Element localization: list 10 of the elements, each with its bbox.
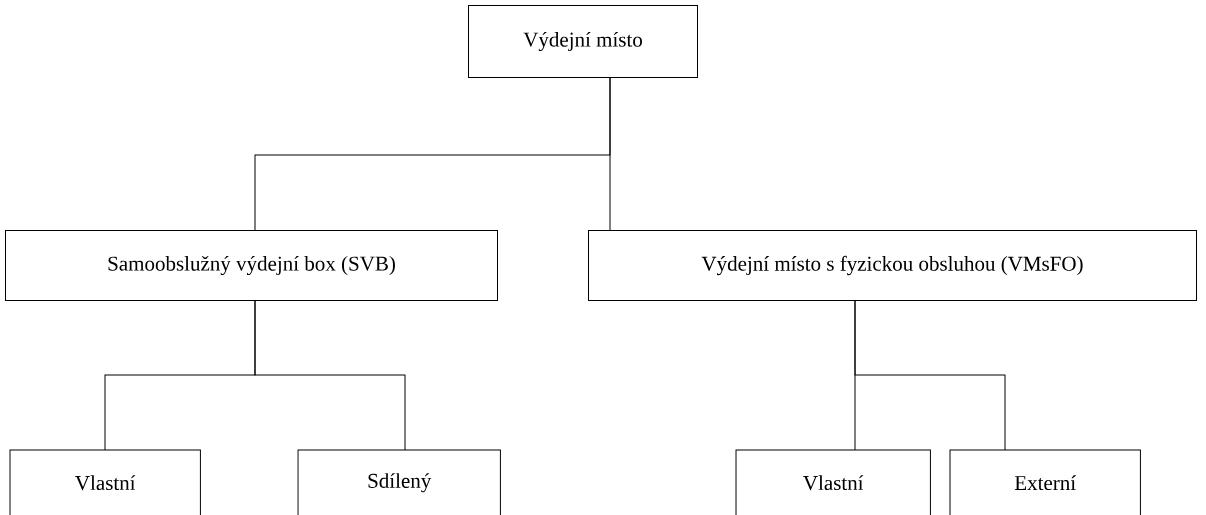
category-box: Sdílený — [297, 449, 501, 515]
connector-line — [854, 300, 1006, 451]
connector-line — [609, 77, 611, 231]
category-box: Externí — [949, 449, 1141, 515]
category-box: Vlastní — [9, 449, 201, 515]
category-box: Vlastní — [735, 449, 931, 515]
category-box: Výdejní místo s fyzickou obsluhou (VMsFO) — [588, 230, 1197, 301]
connector-line — [254, 300, 406, 451]
category-box: Samoobslužný výdejní box (SVB) — [5, 230, 498, 301]
category-box: Výdejní místo — [468, 5, 698, 78]
